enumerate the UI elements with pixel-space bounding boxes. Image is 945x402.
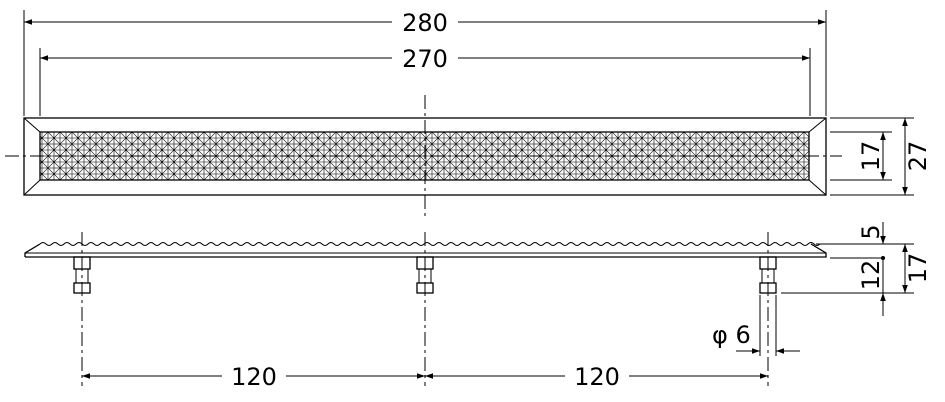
dim-inner-length: 270 bbox=[402, 45, 448, 73]
dim-post-height: 12 bbox=[857, 260, 885, 291]
dimension-dot bbox=[881, 256, 885, 260]
bevel-lines bbox=[23, 117, 827, 196]
dim-total-height: 17 bbox=[904, 253, 932, 284]
tread-surface bbox=[39, 242, 821, 246]
dim-spacing-right: 120 bbox=[574, 363, 620, 391]
dim-overall-width: 27 bbox=[904, 141, 932, 172]
dim-plate-thickness: 5 bbox=[857, 224, 885, 239]
dim-overall-length: 280 bbox=[402, 9, 448, 37]
top-view: 280 270 17 27 bbox=[5, 9, 932, 218]
dim-post-diameter: φ 6 bbox=[712, 321, 751, 349]
side-view: 5 12 17 φ 6 120 120 bbox=[24, 222, 932, 391]
dim-spacing-left: 120 bbox=[231, 363, 277, 391]
dim-inner-width: 17 bbox=[857, 141, 885, 172]
